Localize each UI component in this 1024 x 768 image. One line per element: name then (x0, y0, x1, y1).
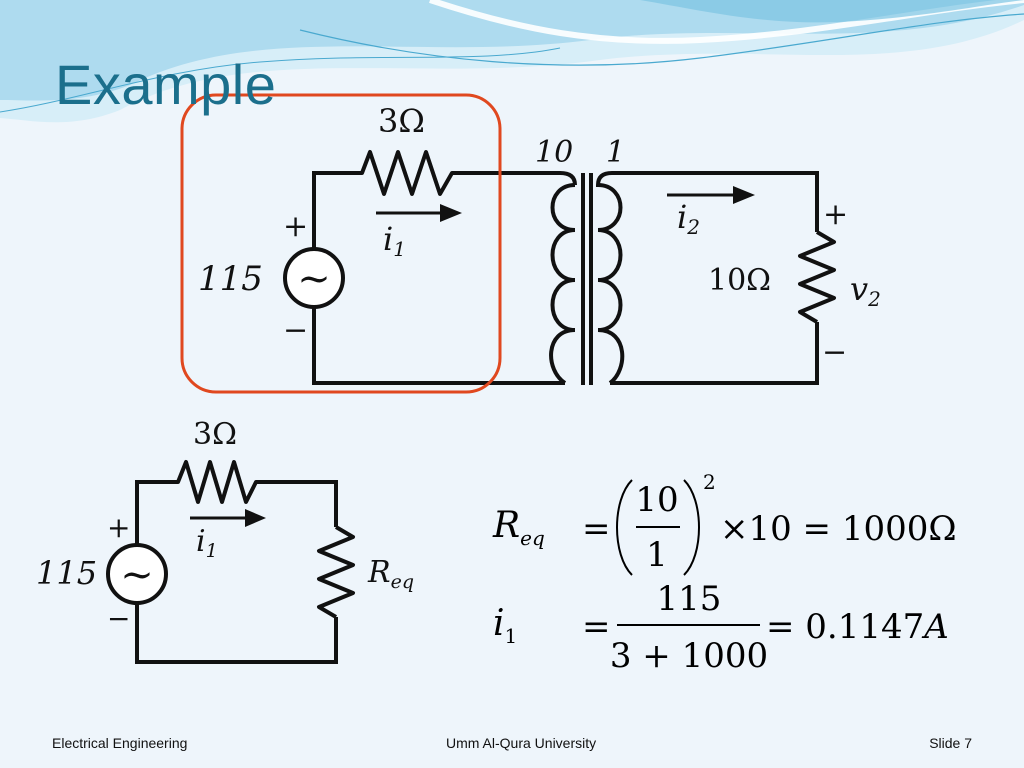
eq-wire-bottom (135, 603, 338, 664)
eq-source-plus: + (107, 511, 130, 544)
output-minus: − (822, 335, 847, 370)
resistor-label-top: 3Ω (378, 102, 425, 140)
header-wave-decoration (0, 0, 1024, 123)
eq2-numerator: 115 (657, 579, 722, 619)
eq1-equals: = (582, 509, 611, 549)
req-lhs: Req (492, 505, 545, 550)
eq-source-minus: − (107, 602, 130, 635)
source-plus-top: + (283, 209, 308, 244)
load-label: 10Ω (708, 263, 771, 298)
eq2-equals: = (582, 607, 611, 647)
resistor-10ohm (798, 230, 836, 324)
current-label-i2: i2 (677, 198, 700, 239)
wire-top-right (612, 171, 819, 232)
source-value-top: 115 (198, 259, 263, 299)
footer-right: Slide 7 (929, 735, 972, 751)
i1-lhs: i1 (493, 603, 517, 648)
wire-bottom-right (610, 322, 819, 385)
current-arrow-i2 (667, 186, 755, 204)
req-label: Req (367, 555, 414, 593)
footer-left: Electrical Engineering (52, 735, 188, 751)
ac-source-symbol: ~ (297, 256, 331, 302)
source-minus-top: − (283, 313, 308, 348)
ac-source-symbol-bottom: ~ (120, 552, 154, 598)
paren-left (616, 479, 633, 576)
voltage-label-v2: v2 (850, 270, 881, 311)
wire-bottom-left (312, 340, 565, 385)
wire-to-primary (458, 171, 577, 186)
secondary-coil (595, 171, 625, 385)
eq1-exponent: 2 (703, 470, 716, 494)
eq-wire-top-left (135, 480, 170, 545)
primary-coil (549, 183, 576, 385)
current-arrow-eq (190, 509, 266, 527)
eq1-result: ×10 = 1000Ω (720, 509, 957, 549)
ac-source-bottom (106, 543, 168, 605)
current-arrow-i1 (376, 204, 462, 222)
turns-primary-label: 10 (535, 135, 573, 170)
eq2-result: = 0.1147A (766, 607, 949, 647)
eq-resistor-req (317, 525, 355, 619)
eq-wire-top-right (262, 480, 338, 527)
eq2-denominator: 3 + 1000 (610, 636, 768, 676)
footer-center: Umm Al-Qura University (446, 735, 597, 751)
resistor-3ohm (350, 150, 458, 196)
wire-top-left (312, 171, 350, 216)
current-label-i1: i1 (383, 220, 406, 261)
eq-resistor-3ohm (170, 460, 262, 504)
eq-source-value: 115 (36, 554, 97, 592)
highlight-box (180, 93, 502, 394)
eq1-numerator: 10 (635, 480, 678, 520)
equivalent-circuit: ~ 3Ω i1 115 + − Req (36, 417, 414, 664)
eq1-denominator: 1 (646, 535, 668, 575)
eq-resistor-label: 3Ω (193, 417, 237, 452)
turns-secondary-label: 1 (606, 135, 625, 170)
paren-right (683, 479, 700, 576)
eq-current-label: i1 (196, 524, 218, 562)
output-plus: + (823, 197, 848, 232)
transformer-circuit: ~ 3Ω 10 1 i1 i2 115 + − 10Ω v2 + − (198, 102, 881, 385)
slide-title: Example (55, 53, 277, 116)
equations: Req = 10 1 2 ×10 = 1000Ω i1 = 115 3 + 10… (492, 470, 957, 676)
